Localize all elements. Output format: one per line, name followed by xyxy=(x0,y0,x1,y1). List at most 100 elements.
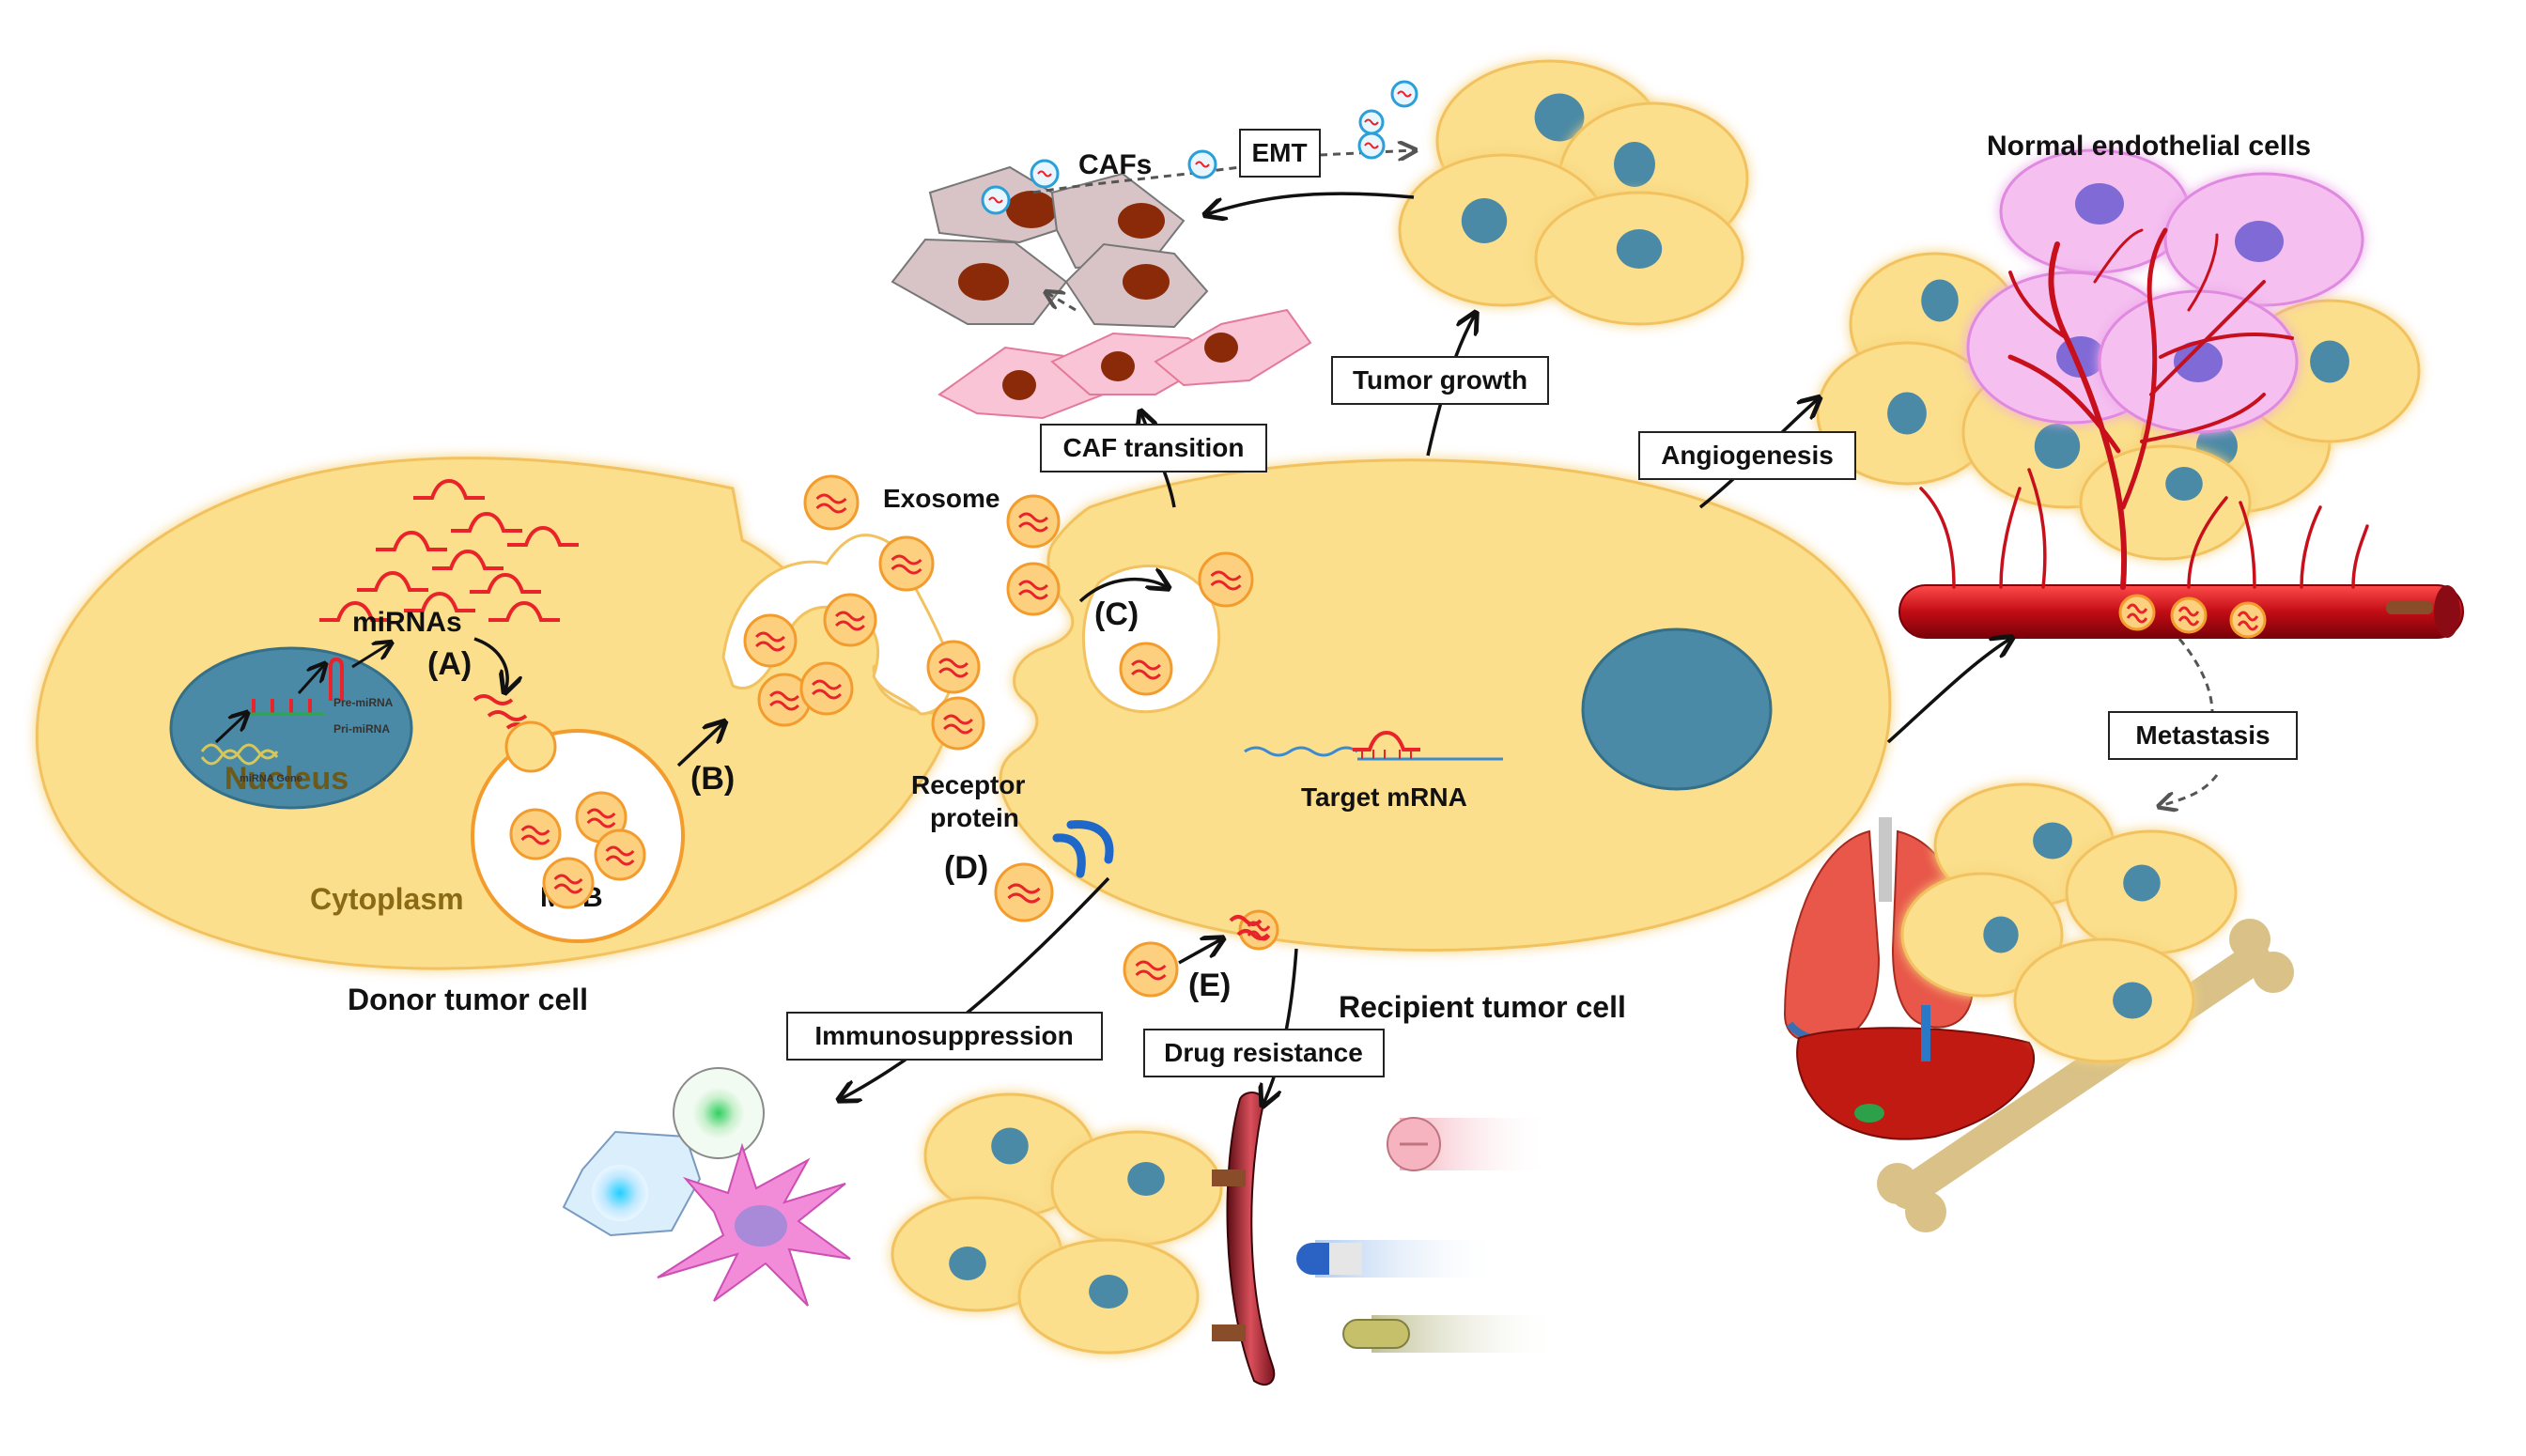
mvb-body xyxy=(471,729,685,943)
tumor-cell-nucleus xyxy=(1921,279,1959,322)
tumor-cell xyxy=(1534,191,1744,326)
tumor-cell-nucleus xyxy=(949,1247,986,1280)
tumor-cell-nucleus xyxy=(1127,1162,1165,1196)
exosome-vesicle xyxy=(1119,642,1173,696)
tumor-cell xyxy=(891,1196,1063,1312)
arrow-immunosuppression xyxy=(841,876,1110,1099)
tumor-cell-nucleus xyxy=(1461,198,1508,243)
tumor-cell xyxy=(2065,829,2238,955)
arrow-to-vessel xyxy=(1886,639,2010,744)
tumor-cell-nucleus xyxy=(2113,982,2152,1019)
arrow-step-c xyxy=(1078,580,1167,603)
emt-vesicles xyxy=(981,80,1418,215)
tumor-cell xyxy=(1017,1238,1200,1355)
drug-resistance-box: Drug resistance xyxy=(1143,1029,1385,1077)
receptor-protein-label-1: Receptor xyxy=(911,770,1025,799)
tumor-cell xyxy=(1816,341,1998,486)
exosome-vesicle xyxy=(594,829,646,881)
tumor-cell-nucleus xyxy=(2033,822,2072,860)
tumor-cell-nucleus xyxy=(1534,93,1585,142)
blood-vessel-end xyxy=(2434,585,2460,638)
exosome-vesicle xyxy=(2229,601,2267,639)
mirna-gene-label: miRNA Gene xyxy=(240,773,302,784)
exosome-vesicle xyxy=(2118,594,2156,631)
arrow-pre-to-mirnas xyxy=(351,643,390,669)
exosome-vesicle xyxy=(1006,494,1061,549)
normal-endothelial-cells xyxy=(1966,148,2364,434)
drug-resistance-cluster xyxy=(891,1092,1223,1355)
tumor-cell-nucleus xyxy=(1887,392,1927,435)
exosome-vesicle xyxy=(1006,562,1061,616)
tumor-cell-nucleus xyxy=(2165,467,2203,501)
dendritic-nucleus xyxy=(735,1205,787,1247)
exosome-vesicle xyxy=(823,593,877,647)
tumor-growth-box: Tumor growth xyxy=(1331,356,1549,405)
emt-tumor-cluster xyxy=(1398,59,1749,326)
emt-box: EMT xyxy=(1239,129,1321,178)
efflux-pump xyxy=(1212,1169,1246,1186)
pre-mirna-icon xyxy=(329,657,344,701)
macrophage-nucleus xyxy=(592,1165,648,1221)
arrow-step-a xyxy=(473,637,507,690)
exosome-label: Exosome xyxy=(883,484,1000,513)
angiogenesis-label: Angiogenesis xyxy=(1661,441,1834,470)
metastasis-bone-icon xyxy=(1877,919,2294,1232)
lymphocyte-nucleus xyxy=(692,1087,745,1139)
nucleus-label: Nucleus xyxy=(225,761,349,797)
drug-pill-icon xyxy=(1387,1117,1550,1171)
target-mrna-icon xyxy=(1244,730,1503,761)
tumor-cell-nucleus xyxy=(2310,340,2349,383)
recipient-nucleus xyxy=(1581,627,1773,791)
drug-tablet-icon xyxy=(1342,1315,1559,1353)
arrow-emt-to-cafs xyxy=(1207,192,1415,214)
arrow-drug-resistance xyxy=(1263,948,1298,1104)
endothelial-cell xyxy=(1999,148,2191,274)
tumor-cell-nucleus xyxy=(1614,142,1655,187)
immunosuppression-label: Immunosuppression xyxy=(814,1021,1073,1050)
blood-vessel-clot xyxy=(2386,601,2433,614)
arrow-fibroblast-to-caf xyxy=(1047,293,1077,312)
emt-vesicle xyxy=(1030,159,1060,189)
emt-vesicle xyxy=(1358,109,1385,135)
metastasis-label: Metastasis xyxy=(2135,720,2270,750)
capillary-network xyxy=(1919,227,2369,590)
arrow-step-b xyxy=(676,723,723,767)
tumor-cell-nucleus xyxy=(2123,864,2161,902)
exosome-vesicle xyxy=(878,535,935,592)
arrow-metastasis-lower xyxy=(2161,774,2219,806)
emt-dashed-arrow xyxy=(1319,150,1414,155)
tumor-cell-nucleus xyxy=(991,1127,1029,1165)
step-e-label: (E) xyxy=(1188,968,1231,1003)
donor-tumor-cell: Nucleus miRNA Gene Pri-miRNA Pre-miRNA xyxy=(35,457,951,970)
exosome-vesicle xyxy=(931,696,985,751)
emt-label: EMT xyxy=(1251,138,1307,167)
caf-nucleus xyxy=(1006,191,1057,228)
pri-mirna-icon xyxy=(244,699,324,716)
drug-capsule-icon xyxy=(1296,1240,1503,1278)
mirna-hairpin-group xyxy=(319,478,579,622)
normal-endothelial-label: Normal endothelial cells xyxy=(1987,131,2311,162)
pre-mirna-label: Pre-miRNA xyxy=(333,696,394,709)
vessel-exosomes xyxy=(2118,594,2267,639)
cafs-cluster xyxy=(891,165,1209,329)
tumor-cell-nucleus xyxy=(1983,916,2019,953)
step-b-label: (B) xyxy=(690,761,735,797)
emt-vesicle xyxy=(981,185,1011,215)
tumor-cell xyxy=(2013,937,2195,1063)
caf-transition-box: CAF transition xyxy=(1040,424,1267,472)
exosome-vesicle xyxy=(1123,941,1179,998)
exosome-vesicle xyxy=(926,640,981,694)
endothelial-cell xyxy=(2163,172,2364,307)
mirna-gene-icon xyxy=(200,743,279,766)
caf-nucleus xyxy=(1118,203,1165,239)
tumor-cell xyxy=(1050,1130,1223,1247)
immunosuppression-box: Immunosuppression xyxy=(786,1012,1103,1061)
exosome-vesicle xyxy=(799,661,854,716)
pri-mirna-label: Pri-miRNA xyxy=(333,722,390,736)
fibroblast-nucleus xyxy=(1002,370,1036,400)
emt-vesicle xyxy=(1390,80,1418,108)
tumor-cell-nucleus xyxy=(1089,1275,1128,1309)
exosome-vesicle xyxy=(2170,596,2208,634)
